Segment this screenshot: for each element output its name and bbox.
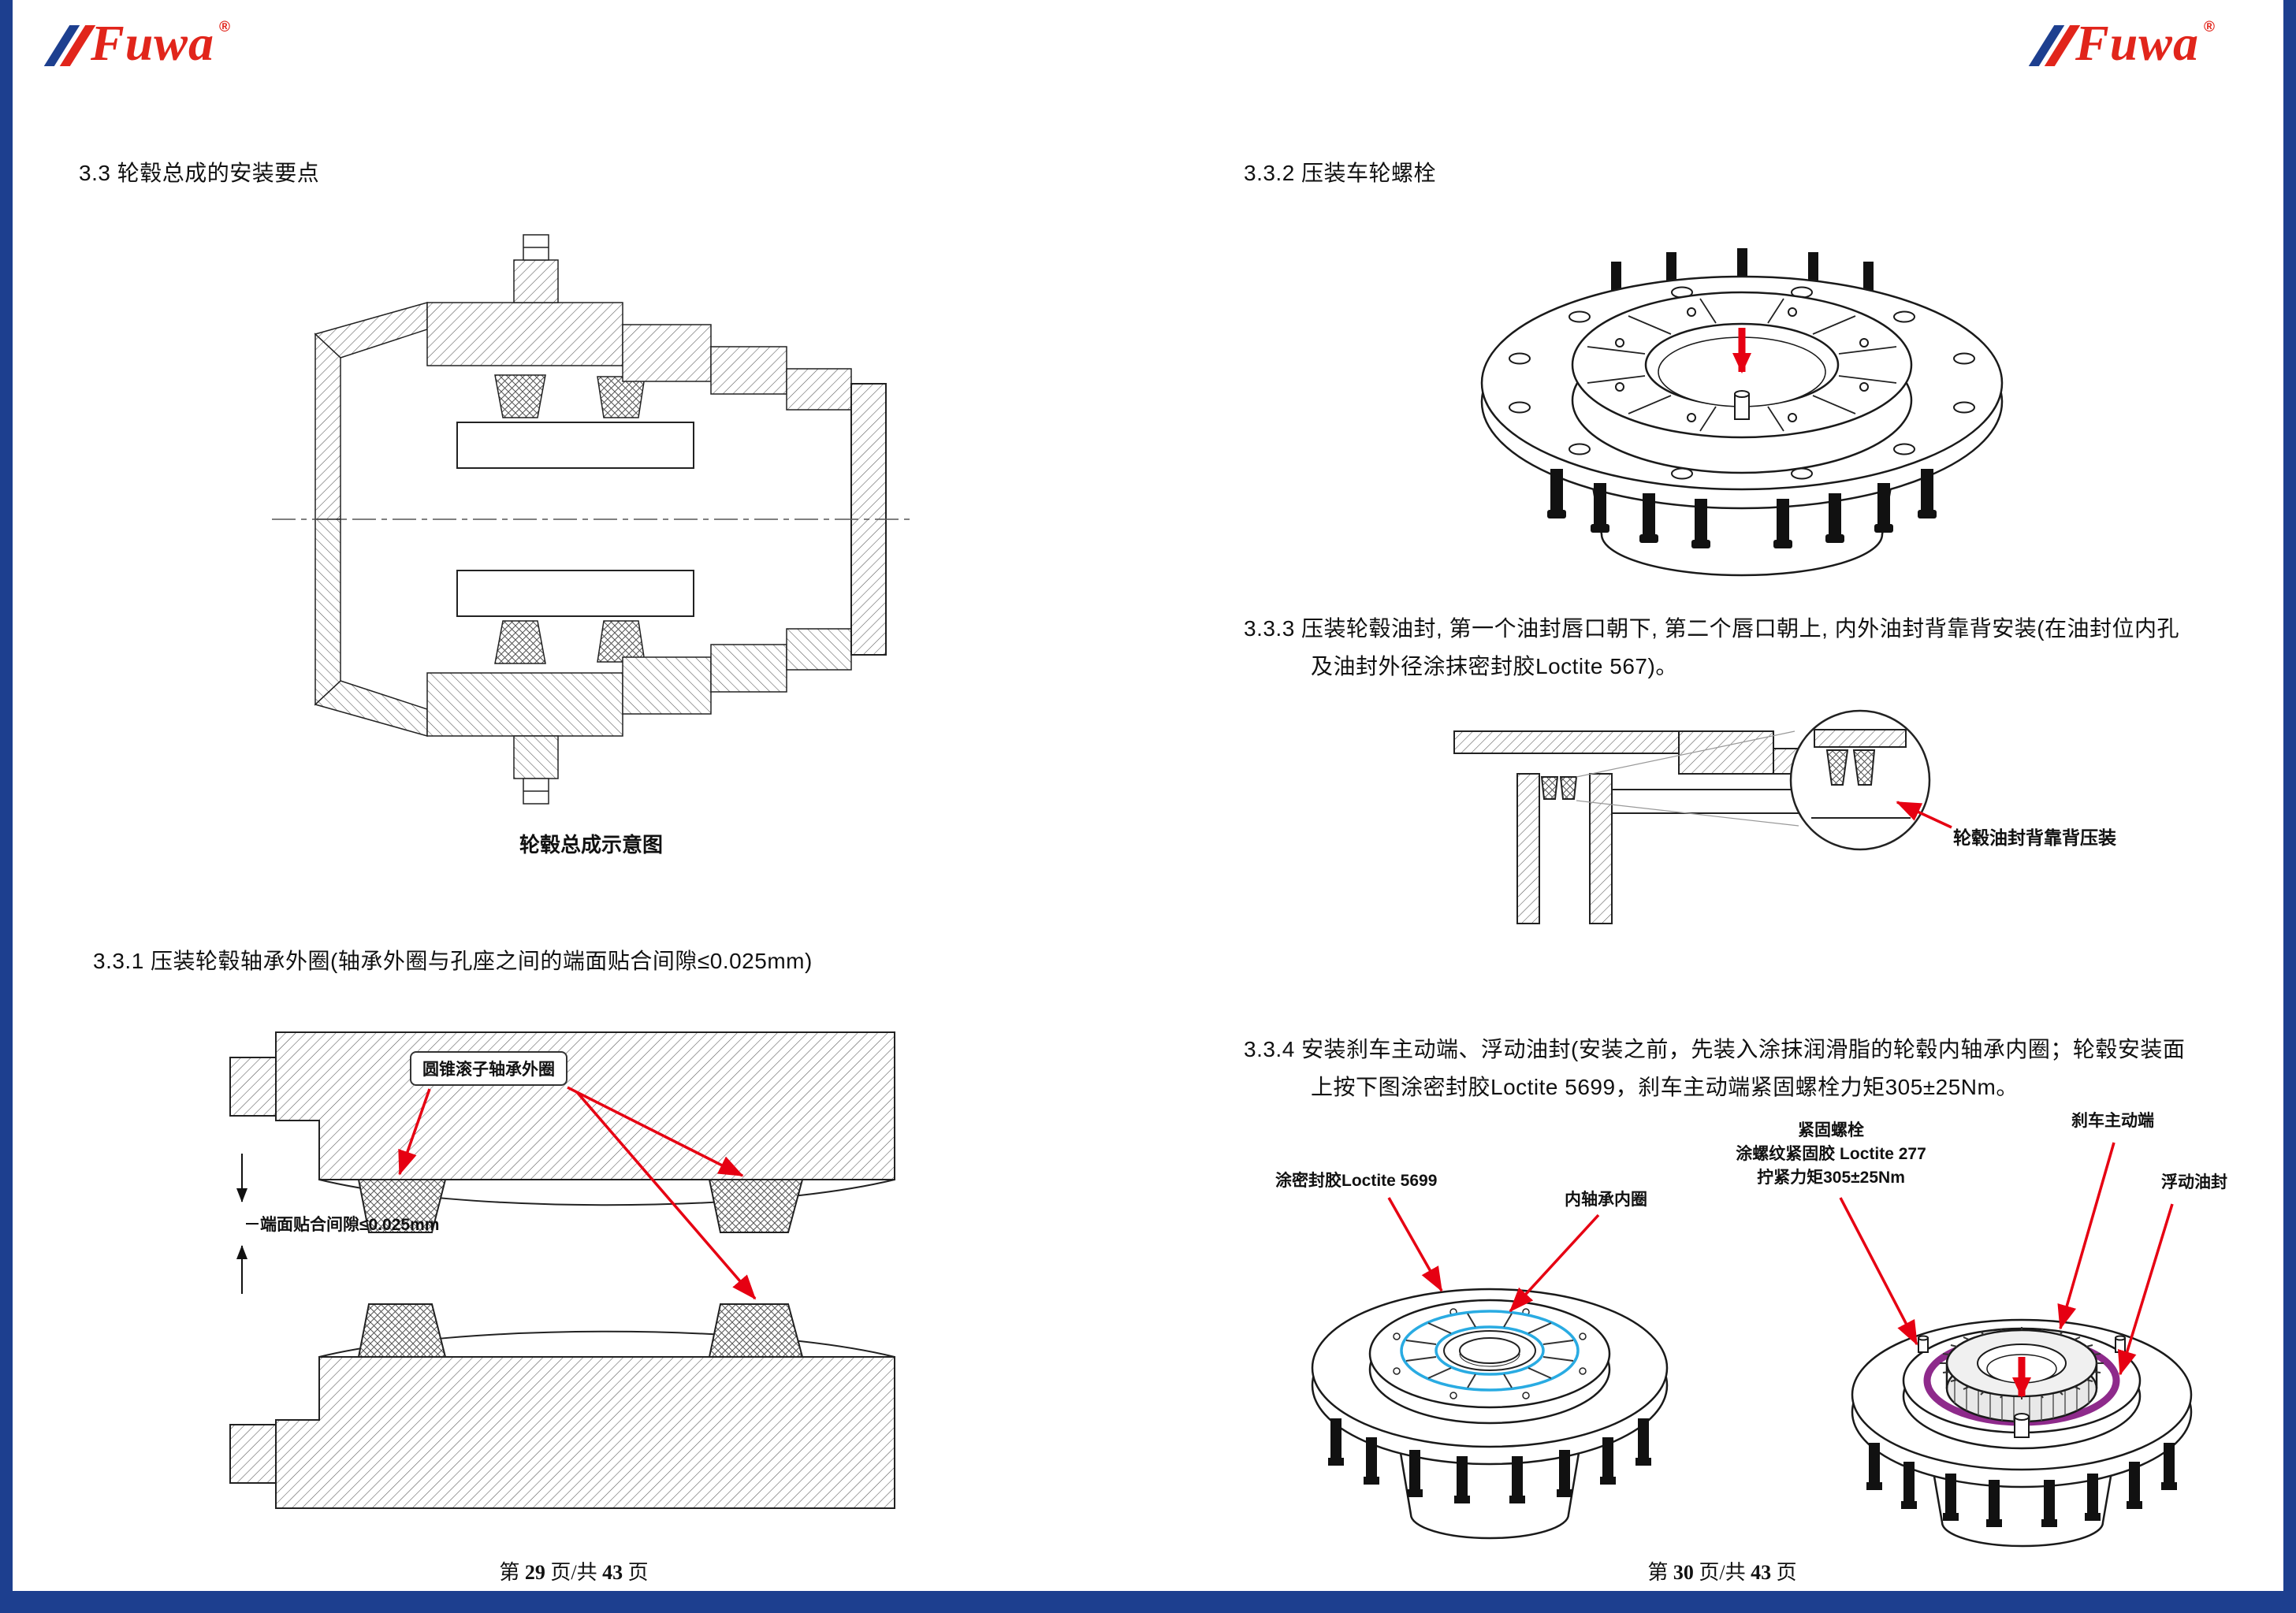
wheel-bolts — [1328, 1418, 1651, 1503]
label-bolt-line3: 拧紧力矩305±25Nm — [1757, 1169, 1905, 1187]
footer-word: 页 — [627, 1561, 649, 1584]
page-border-left — [0, 0, 13, 1613]
drum-holes — [1615, 307, 1869, 422]
logo-text: Fuwa — [91, 15, 214, 71]
figure-wheel-bolt-hub-drawing — [1480, 248, 2004, 577]
gap-dimension-arrows — [236, 1154, 259, 1294]
footer-word: 页/共 — [1699, 1561, 1746, 1584]
footer-page-number: 29 — [524, 1561, 545, 1584]
registered-mark: ® — [218, 19, 230, 35]
drum-ribs — [1587, 298, 1897, 432]
ring-studs — [1918, 1335, 2126, 1353]
logo-slashes-icon — [2028, 25, 2081, 66]
page-border-bottom — [0, 1591, 2296, 1613]
label-sealant: 涂密封胶Loctite 5699 — [1275, 1172, 1438, 1190]
section-3-3-4-line2: 上按下图涂密封胶Loctite 5699，刹车主动端紧固螺栓力矩305±25Nm… — [1311, 1075, 2019, 1099]
figure-bearing-seat-drawing — [229, 1031, 895, 1509]
sealant-callout-arrow — [1387, 1197, 1443, 1292]
footer-word: 页/共 — [550, 1561, 597, 1584]
label-bearing-outer-ring: 圆锥滚子轴承外圈 — [410, 1051, 567, 1086]
label-floating-seal: 浮动油封 — [2161, 1173, 2227, 1191]
fuwa-logo-right: Fuwa ® — [2028, 15, 2215, 71]
footer-word: 页 — [1776, 1561, 1797, 1584]
page-border-right — [2283, 0, 2296, 1613]
label-end-face-gap: 端面贴合间隙≤0.025mm — [260, 1216, 440, 1234]
figure-oil-seal-drawing — [1453, 709, 1952, 924]
bearing-rollers — [1405, 1313, 1574, 1388]
bolt-callout-arrow — [1839, 1197, 1918, 1346]
inner-bearing-callout-arrow — [1509, 1213, 1600, 1313]
seal-callout-arrow — [1896, 801, 1952, 829]
page-footer-right: 第 30 页/共 43 页 — [1148, 1556, 2296, 1585]
logo-slashes-icon — [43, 25, 96, 66]
label-back-to-back: 轮毂油封背靠背压装 — [1953, 827, 2116, 848]
fuwa-logo-left: Fuwa ® — [43, 15, 230, 71]
page-footer-left: 第 29 页/共 43 页 — [0, 1556, 1148, 1585]
section-3-3-3-line1: 3.3.3 压装轮毂油封, 第一个油封唇口朝下, 第二个唇口朝上, 内外油封背靠… — [1244, 616, 2180, 641]
footer-word: 第 — [499, 1561, 520, 1584]
figure-hub-assembly-drawing — [272, 234, 914, 805]
section-3-3-3-line2: 及油封外径涂抹密封胶Loctite 567)。 — [1311, 654, 1678, 678]
red-callout-arrows — [398, 1086, 757, 1300]
hub-barrel — [1397, 1443, 1582, 1540]
seal-detail — [1811, 729, 1911, 819]
label-fastening-bolt: 紧固螺栓 涂螺纹紧固胶 Loctite 277 拧紧力矩305±25Nm — [1732, 1119, 1929, 1190]
bearing-seat-housing — [229, 1031, 895, 1509]
label-bolt-line1: 紧固螺栓 — [1798, 1121, 1864, 1139]
wheel-bolts — [1547, 469, 1937, 548]
logo-text: Fuwa — [2075, 15, 2199, 71]
label-brake-drive-end: 刹车主动端 — [2071, 1112, 2154, 1130]
registered-mark: ® — [2203, 19, 2215, 35]
footer-word: 第 — [1647, 1561, 1669, 1584]
section-3-3-2-heading: 3.3.2 压装车轮螺栓 — [1244, 161, 1437, 185]
footer-page-number: 30 — [1673, 1561, 1694, 1584]
brake-end-callout-arrow — [2057, 1142, 2116, 1330]
floating-seal-callout-arrow — [2117, 1203, 2174, 1376]
spline-side-teeth — [1954, 1378, 2089, 1422]
hub-section-upper-half — [314, 234, 852, 520]
rear-studs — [1611, 248, 1874, 295]
section-3-3-4-line1: 3.3.4 安装刹车主动端、浮动油封(安装之前，先装入涂抹润滑脂的轮毂内轴承内圈… — [1244, 1037, 2186, 1061]
figure1-caption: 轮毂总成示意图 — [519, 833, 663, 857]
hub-barrel — [1931, 1466, 2114, 1548]
wheel-bolts — [1866, 1443, 2177, 1527]
section-3-3-1-heading: 3.3.1 压装轮毂轴承外圈(轴承外圈与孔座之间的端面贴合间隙≤0.025mm) — [93, 949, 813, 973]
figure-brake-hub-drawing — [1839, 1142, 2193, 1548]
spline-top-teeth — [1940, 1327, 2104, 1399]
figure-sealant-hub-drawing — [1311, 1197, 1669, 1540]
flange-holes — [1509, 286, 1975, 480]
footer-total-pages: 43 — [602, 1561, 623, 1584]
footer-total-pages: 43 — [1751, 1561, 1772, 1584]
label-bolt-line2: 涂螺纹紧固胶 Loctite 277 — [1736, 1145, 1926, 1163]
label-inner-bearing: 内轴承内圈 — [1565, 1191, 1647, 1209]
section-3-3-heading: 3.3 轮毂总成的安装要点 — [79, 161, 320, 185]
